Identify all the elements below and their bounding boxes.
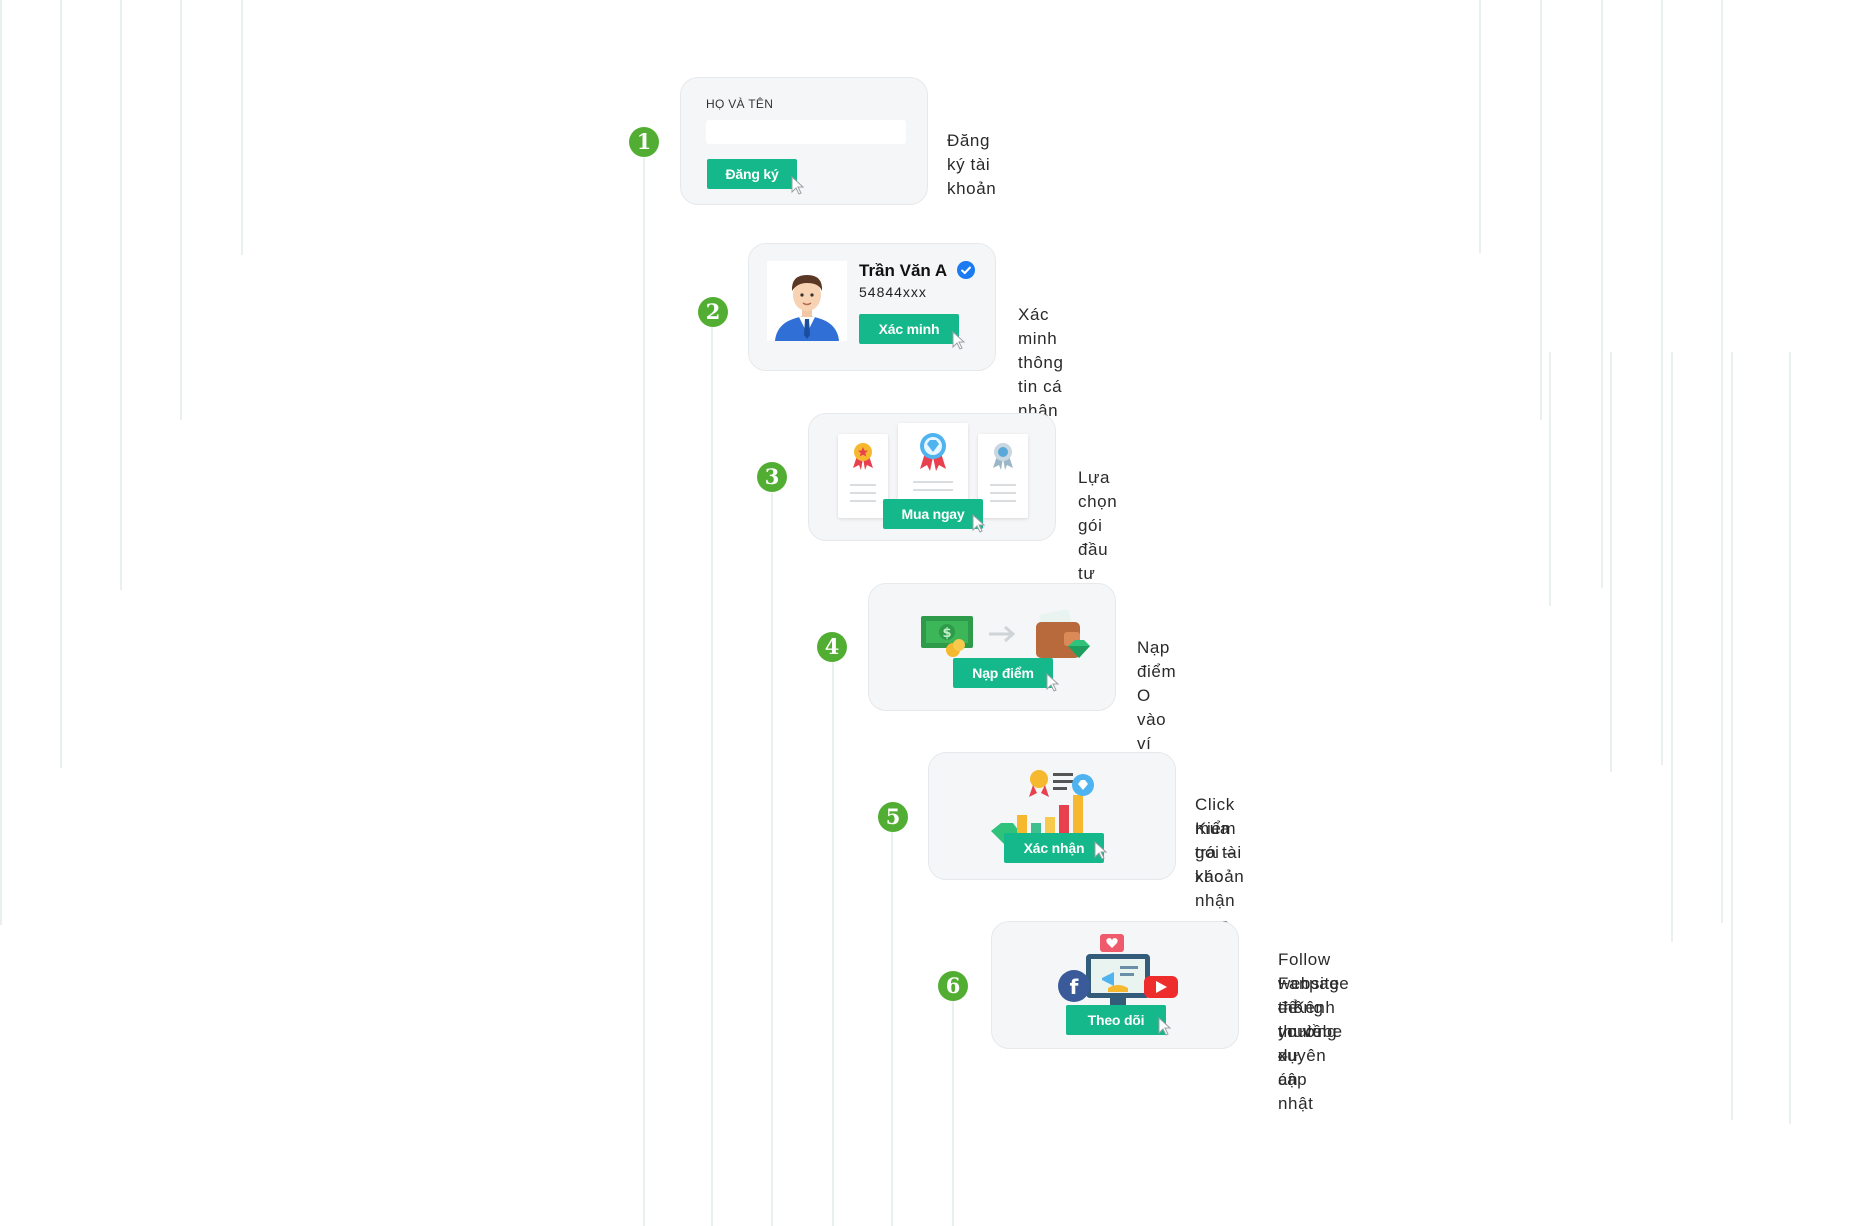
register-button[interactable]: Đăng ký <box>707 159 797 189</box>
full-name-input[interactable] <box>706 120 906 144</box>
person-avatar-icon <box>775 275 839 341</box>
diamond-medal-icon <box>920 433 946 471</box>
step-number-badge: 5 <box>878 802 908 832</box>
wallet-icon <box>1036 610 1090 658</box>
medal-icon <box>853 443 873 470</box>
money-icon: $ <box>921 616 973 657</box>
verify-button[interactable]: Xác minh <box>859 314 959 344</box>
user-name: Trần Văn A <box>859 261 948 280</box>
step-description-line2: website để thường xuyên cập nhật <box>1278 974 1340 1113</box>
follow-button[interactable]: Theo dõi <box>1066 1005 1166 1035</box>
deposit-button[interactable]: Nạp điểm <box>953 658 1053 688</box>
deposit-card: $ Nạp điểm <box>868 583 1116 711</box>
pointer-cursor-icon <box>952 331 966 350</box>
step-number-badge: 4 <box>817 632 847 662</box>
arrow-right-icon <box>989 625 1016 643</box>
step-number-badge: 1 <box>629 127 659 157</box>
step-description-line1: Follow Fanpage – Kênh youtube – <box>1278 950 1350 1065</box>
step-number-badge: 3 <box>757 462 787 492</box>
pointer-cursor-icon <box>791 176 805 195</box>
package-option[interactable] <box>978 434 1028 518</box>
buy-now-button[interactable]: Mua ngay <box>883 499 983 529</box>
verify-card: Trần Văn A 54844xxx Xác minh <box>748 243 996 371</box>
id-number: 54844xxx <box>859 284 927 300</box>
silver-medal-icon <box>993 443 1013 470</box>
step-description: Xác minh thông tin cá nhân <box>1018 305 1064 420</box>
step-description: Đăng ký tài khoản <box>947 131 997 198</box>
checkmark-badge-icon <box>957 261 975 279</box>
follow-card: f Theo dõi <box>991 921 1239 1049</box>
register-card: HỌ VÀ TÊN Đăng ký <box>680 77 928 205</box>
svg-text:f: f <box>1070 975 1079 999</box>
step-description: Nạp điểm O vào ví <box>1137 638 1177 753</box>
pointer-cursor-icon <box>972 514 986 533</box>
package-card: Mua ngay <box>808 413 1056 541</box>
pointer-cursor-icon <box>1094 841 1108 860</box>
avatar <box>767 261 847 341</box>
pointer-cursor-icon <box>1046 673 1060 692</box>
full-name-label: HỌ VÀ TÊN <box>706 97 774 111</box>
step-number-badge: 2 <box>698 297 728 327</box>
pointer-cursor-icon <box>1158 1017 1172 1036</box>
svg-text:$: $ <box>942 626 951 641</box>
step-description-line3: thông tin về dự án <box>1278 998 1324 1089</box>
confirm-card: Xác nhận <box>928 752 1176 880</box>
social-media-icon: f <box>1058 934 1178 1010</box>
step-number-badge: 6 <box>938 971 968 1001</box>
package-option[interactable] <box>838 434 888 518</box>
confirm-button[interactable]: Xác nhận <box>1004 833 1104 863</box>
step-description-line2: Kiểm tra tài khoản <box>1195 819 1245 886</box>
